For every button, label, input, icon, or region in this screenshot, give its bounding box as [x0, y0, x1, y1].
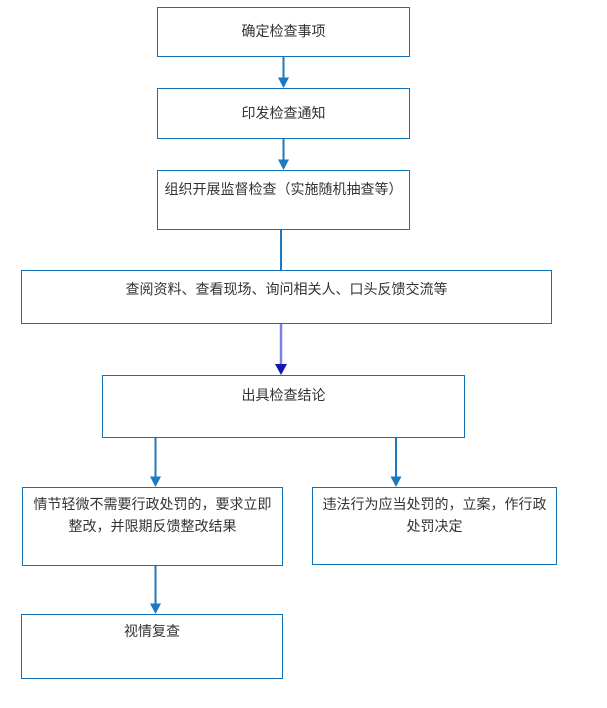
node-onsite-methods-label: 查阅资料、查看现场、询问相关人、口头反馈交流等 — [125, 282, 448, 298]
arrowhead-determine-to-notice — [278, 77, 289, 88]
node-review-label: 视情复查 — [124, 624, 180, 640]
node-organize-inspection: 组织开展监督检查（实施随机抽查等） — [157, 170, 410, 230]
node-determine-items: 确定检查事项 — [157, 7, 410, 57]
node-review: 视情复查 — [21, 614, 283, 679]
node-organize-inspection-label: 组织开展监督检查（实施随机抽查等） — [164, 182, 403, 198]
node-determine-items-label: 确定检查事项 — [241, 24, 326, 40]
arrowhead-rectify-to-review — [150, 603, 161, 614]
arrowhead-onsite-to-conclusion — [275, 364, 287, 375]
node-penalty-case-label: 违法行为应当处罚的，立案，作行政 处罚决定 — [322, 497, 547, 535]
node-penalty-case: 违法行为应当处罚的，立案，作行政 处罚决定 — [312, 487, 557, 565]
node-issue-notice-label: 印发检查通知 — [241, 105, 326, 122]
arrowhead-notice-to-organize — [278, 159, 289, 170]
node-issue-conclusion-label: 出具检查结论 — [241, 388, 326, 404]
arrowhead-conclusion-to-rectify — [150, 476, 161, 487]
node-issue-conclusion: 出具检查结论 — [102, 375, 465, 438]
arrowhead-conclusion-to-penalty — [390, 476, 402, 487]
node-onsite-methods: 查阅资料、查看现场、询问相关人、口头反馈交流等 — [21, 270, 552, 324]
node-minor-rectify-label: 情节轻微不需要行政处罚的，要求立即 整改，并限期反馈整改结果 — [33, 497, 272, 535]
node-minor-rectify: 情节轻微不需要行政处罚的，要求立即 整改，并限期反馈整改结果 — [22, 487, 283, 566]
node-issue-notice: 印发检查通知 — [157, 88, 410, 139]
